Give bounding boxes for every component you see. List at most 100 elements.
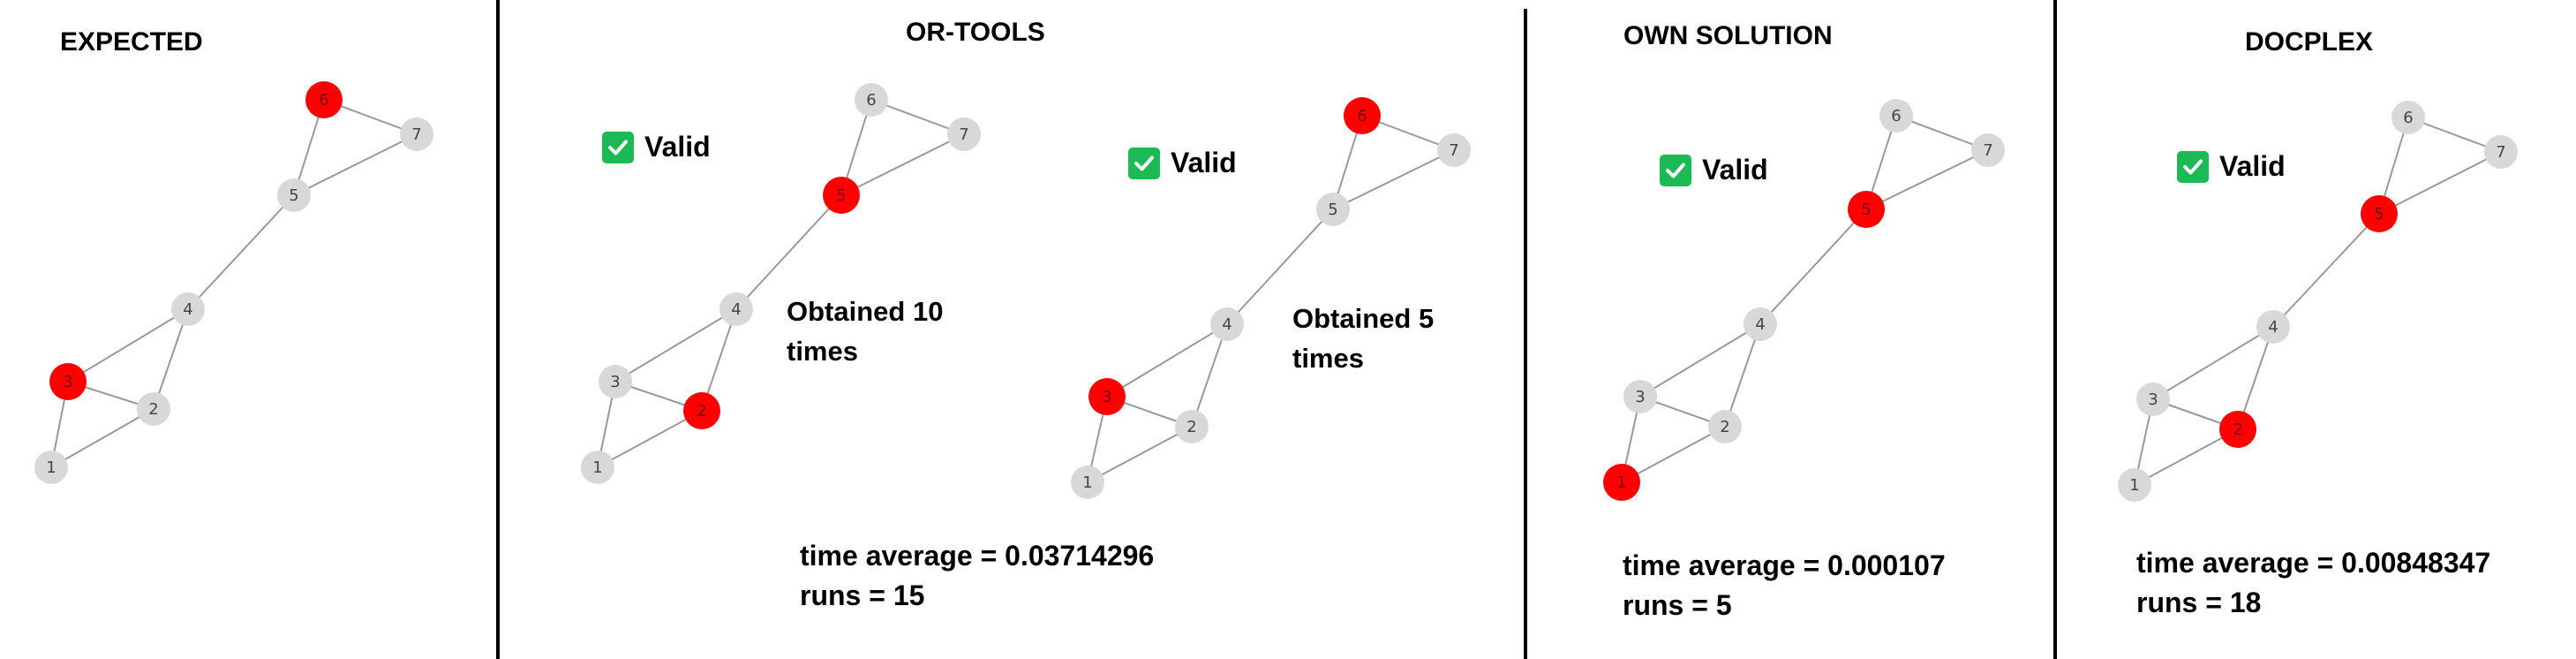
graph-node-label: 3 bbox=[610, 373, 620, 391]
graph-node-label: 3 bbox=[1635, 388, 1645, 406]
graph-node-label: 1 bbox=[592, 458, 602, 477]
green-checkbox-icon bbox=[602, 131, 634, 163]
graph-node-3 bbox=[2136, 383, 2170, 416]
graph-node-6 bbox=[2391, 101, 2425, 134]
graph-node-3-selected bbox=[1088, 378, 1126, 415]
graph-node-label: 5 bbox=[289, 186, 298, 205]
docplex-title: DOCPLEX bbox=[2245, 27, 2374, 57]
graph-node-1 bbox=[1071, 466, 1104, 499]
graph-node-1 bbox=[34, 451, 68, 484]
divider-2 bbox=[1524, 9, 1527, 659]
graph-edge-5-7 bbox=[293, 133, 418, 196]
graph-node-3 bbox=[1623, 380, 1657, 413]
graph-edge-2-4 bbox=[153, 308, 189, 410]
graph-node-label: 6 bbox=[866, 91, 876, 110]
graph-node-7 bbox=[2484, 135, 2518, 169]
graph-node-2-selected bbox=[2219, 411, 2256, 448]
graph-node-4 bbox=[1210, 307, 1244, 341]
graph-node-label: 4 bbox=[1222, 315, 1232, 334]
graph-node-label: 5 bbox=[1328, 201, 1337, 219]
graph-edge-4-5 bbox=[1226, 208, 1334, 325]
graph-node-label: 6 bbox=[2403, 109, 2413, 127]
ortools-title: OR-TOOLS bbox=[906, 18, 1045, 47]
graph-node-label: 2 bbox=[1720, 418, 1729, 436]
graph-node-label: 7 bbox=[411, 125, 421, 144]
graph-edge-2-4 bbox=[1191, 323, 1228, 428]
graph-node-label: 3 bbox=[63, 373, 72, 391]
graph-node-5 bbox=[277, 178, 311, 212]
own-solution-stats: time average = 0.000107 runs = 5 bbox=[1623, 546, 1946, 625]
graph-edge-1-2 bbox=[1087, 426, 1193, 483]
graph-node-2 bbox=[1708, 410, 1742, 443]
graph-node-label: 2 bbox=[1186, 418, 1196, 436]
graph-node-5-selected bbox=[823, 177, 860, 214]
graph-node-label: 6 bbox=[1891, 107, 1901, 125]
graph-node-label: 4 bbox=[183, 300, 192, 319]
graph-node-1-selected bbox=[1603, 464, 1640, 501]
graph-edge-2-4 bbox=[1724, 323, 1761, 428]
graph-node-label: 3 bbox=[2148, 390, 2158, 409]
graph-node-4 bbox=[171, 292, 205, 326]
obtained-count-right: Obtained 5 times bbox=[1292, 303, 1435, 374]
graph-node-label: 1 bbox=[1082, 473, 1092, 492]
graph-edge-4-5 bbox=[2272, 213, 2380, 328]
valid-label: Valid bbox=[1171, 147, 1237, 178]
graph-node-label: 7 bbox=[1449, 141, 1458, 160]
graph-node-label: 7 bbox=[959, 125, 968, 144]
graph-node-label: 2 bbox=[697, 402, 706, 420]
graph-node-1 bbox=[2118, 468, 2151, 502]
graph-edge-1-2 bbox=[2134, 428, 2239, 486]
graph-edge-1-2 bbox=[50, 408, 154, 468]
graph-node-label: 5 bbox=[2374, 205, 2384, 223]
docplex-stats: time average = 0.00848347 runs = 18 bbox=[2136, 543, 2490, 623]
graph-node-7 bbox=[947, 117, 981, 151]
runs-count: runs = 15 bbox=[800, 579, 925, 611]
time-average: time average = 0.03714296 bbox=[800, 540, 1155, 572]
ortools-stats: time average = 0.03714296 runs = 15 bbox=[800, 536, 1154, 616]
graph-node-2 bbox=[137, 392, 170, 426]
graph-node-6-selected bbox=[305, 81, 343, 118]
graph-node-5-selected bbox=[2361, 195, 2398, 232]
graph-edge-5-7 bbox=[1865, 149, 1989, 210]
graph-edge-3-4 bbox=[67, 308, 189, 383]
graph-edge-3-4 bbox=[614, 308, 737, 383]
graph-node-label: 7 bbox=[2496, 143, 2505, 162]
graph-edge-1-2 bbox=[597, 410, 703, 468]
graph-edge-3-4 bbox=[2152, 326, 2274, 400]
graph-node-5 bbox=[1316, 193, 1350, 226]
graph-node-label: 1 bbox=[2129, 476, 2139, 495]
graph-edge-4-5 bbox=[187, 194, 295, 310]
runs-count: runs = 18 bbox=[2136, 587, 2262, 618]
graph-node-2-selected bbox=[683, 392, 720, 429]
graph-node-label: 7 bbox=[1983, 141, 1992, 160]
runs-count: runs = 5 bbox=[1623, 589, 1732, 621]
valid-label: Valid bbox=[1702, 154, 1768, 186]
green-checkbox-icon bbox=[1128, 147, 1160, 179]
graph-node-4 bbox=[1744, 307, 1777, 341]
graph-edge-5-7 bbox=[2378, 151, 2502, 215]
graph-node-label: 2 bbox=[148, 400, 158, 419]
graph-node-4 bbox=[2256, 310, 2290, 344]
graph-edge-4-5 bbox=[1759, 208, 1867, 325]
graph-node-6 bbox=[855, 83, 888, 117]
valid-badge-own-solution: Valid bbox=[1660, 154, 1768, 186]
graph-node-7 bbox=[1971, 133, 2005, 167]
graph-node-label: 6 bbox=[1357, 107, 1367, 125]
green-checkbox-icon bbox=[1660, 154, 1691, 186]
valid-badge-ortools-b: Valid bbox=[1128, 147, 1237, 179]
graph-node-6-selected bbox=[1344, 97, 1381, 134]
time-average: time average = 0.00848347 bbox=[2136, 547, 2491, 579]
expected-title: EXPECTED bbox=[60, 27, 203, 57]
graph-node-label: 2 bbox=[2233, 420, 2242, 439]
valid-label: Valid bbox=[2219, 150, 2286, 182]
graph-node-label: 4 bbox=[2268, 318, 2278, 337]
valid-label: Valid bbox=[644, 131, 711, 163]
graph-edge-5-7 bbox=[840, 133, 965, 196]
graph-edge-5-7 bbox=[1332, 149, 1455, 210]
graph-node-6 bbox=[1879, 99, 1913, 133]
green-checkbox-icon bbox=[2177, 150, 2209, 183]
graph-node-5-selected bbox=[1848, 191, 1885, 228]
